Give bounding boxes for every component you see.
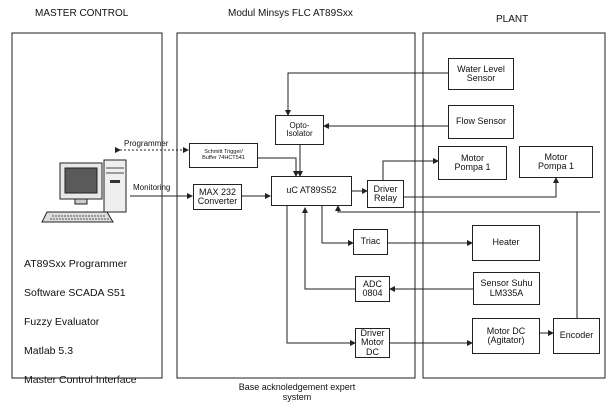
schmitt-trigger-block: Schmitt Trigger/ Buffer 74HCT541 [189, 143, 258, 168]
max232-block: MAX 232 Converter [193, 184, 242, 210]
driver-relay-block: Driver Relay [367, 180, 404, 208]
sensor-suhu-block: Sensor Suhu LM335A [473, 272, 540, 305]
water-level-sensor-block: Water Level Sensor [448, 58, 514, 90]
adc-block: ADC 0804 [355, 276, 390, 302]
master-list-item: Master Control Interface [24, 373, 137, 388]
monitoring-label: Monitoring [133, 184, 170, 193]
master-list-item: Fuzzy Evaluator [24, 315, 137, 330]
programmer-label: Programmer [124, 140, 168, 149]
encoder-block: Encoder [553, 318, 600, 354]
computer-icon [42, 160, 126, 222]
master-list-item: Matlab 5.3 [24, 344, 137, 359]
module-header: Modul Minsys FLC AT89Sxx [228, 8, 353, 19]
motor-pompa-left-block: Motor Pompa 1 [438, 146, 507, 180]
opto-isolator-block: Opto- Isolator [275, 115, 324, 145]
plant-header: PLANT [496, 14, 528, 25]
master-control-header: MASTER CONTROL [35, 8, 128, 19]
master-list-item: Software SCADA S51 [24, 286, 137, 301]
motor-pompa-right-block: Motor Pompa 1 [519, 146, 593, 178]
microcontroller-block: uC AT89S52 [271, 176, 352, 206]
driver-motor-dc-block: Driver Motor DC [355, 328, 390, 358]
flow-sensor-block: Flow Sensor [448, 105, 514, 139]
heater-block: Heater [472, 225, 540, 261]
master-list-item: AT89Sxx Programmer [24, 257, 137, 272]
triac-block: Triac [353, 229, 388, 255]
master-function-list: AT89Sxx Programmer Software SCADA S51 Fu… [24, 242, 137, 402]
motor-dc-block: Motor DC (Agitator) [472, 318, 540, 354]
footer-caption: Base acknoledgement expert system [228, 383, 366, 403]
